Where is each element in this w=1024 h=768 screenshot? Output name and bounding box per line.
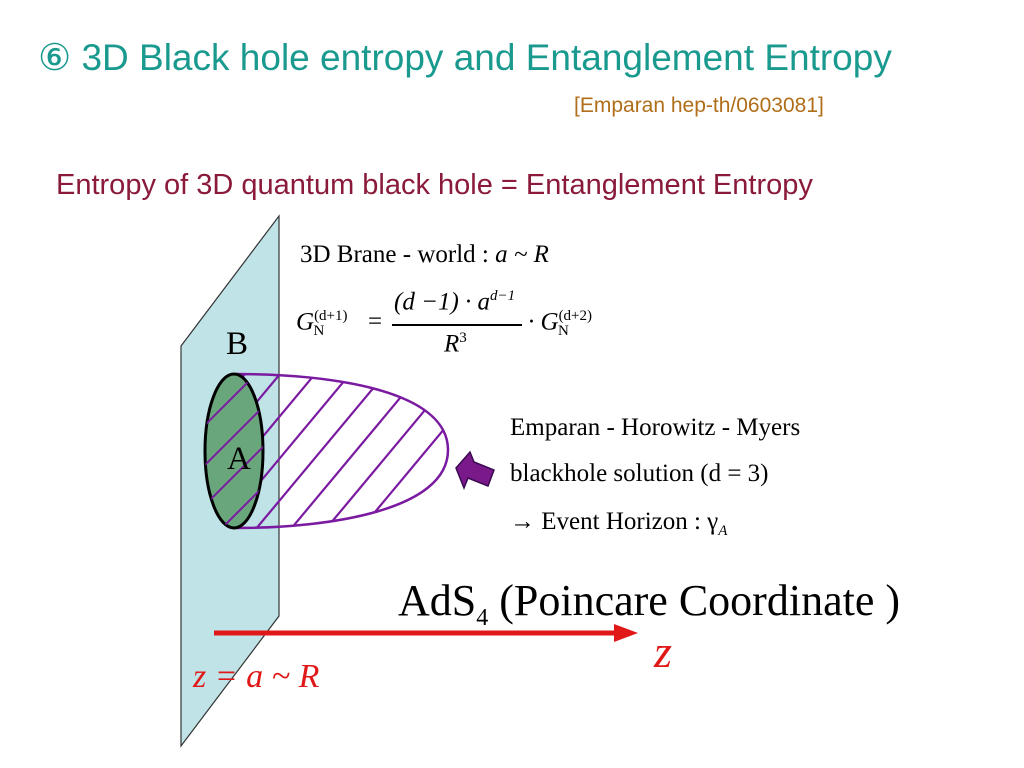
formula-lhs-g: G [296,308,315,336]
formula-rhs-sup: (d+2) [558,308,593,324]
formula-equals: = [368,308,383,335]
region-a-hatching [205,374,263,528]
pointer-arrow-icon [455,450,495,491]
boundary-equation: z = a ~ R [193,658,320,695]
formula-lhs-sub: N [313,323,325,340]
formula-numerator-text: (d −1) · a [394,288,491,316]
ads-sub: 4 [476,604,489,631]
formula-numerator-sup: d−1 [490,288,516,304]
blackhole-solution-label: blackhole solution (d = 3) [510,460,769,487]
region-a-label: A [227,441,251,477]
formula-denominator-sup: 3 [459,330,467,346]
slide-title: ⑥ 3D Black hole entropy and Entanglement… [38,37,892,78]
brane-world-relation: 3D Brane - world : a ~ R [300,241,549,269]
slide-subtitle: Entropy of 3D quantum black hole = Entan… [56,169,813,201]
formula-rhs-g: · G [528,308,559,336]
brane-world-text: 3D Brane - world : [300,241,489,268]
formula-numerator: (d −1) · ad−1 [394,288,515,316]
region-b-label: B [226,326,249,362]
formula-denominator-text: R [444,330,460,358]
event-horizon-label: → Event Horizon : γA [510,508,727,540]
formula-denominator: R3 [444,330,467,358]
z-axis-label: z [654,626,672,677]
reference-citation: [Emparan hep-th/0603081] [574,94,824,117]
newton-constant-formula: G(d+1)N = (d −1) · ad−1 R3 · G(d+2)N [296,288,636,368]
ads-rest: (Poincare Coordinate ) [488,576,900,625]
ads-text: AdS [398,576,477,625]
formula-lhs-sup: (d+1) [314,308,348,324]
fraction-bar [392,324,522,326]
formula-rhs: · G(d+2)N [528,308,592,340]
emh-label: Emparan - Horowitz - Myers [510,414,801,441]
ads4-label: AdS4 (Poincare Coordinate ) [398,575,900,632]
event-horizon-sub: A [718,523,728,539]
event-horizon-text: → Event Horizon : γ [510,508,719,535]
z-axis-arrow [214,624,638,642]
event-horizon-outline [235,372,450,530]
formula-rhs-sub: N [558,323,569,340]
formula-lhs: G(d+1)N [296,308,348,340]
brane-world-rel: a ~ R [495,241,549,268]
